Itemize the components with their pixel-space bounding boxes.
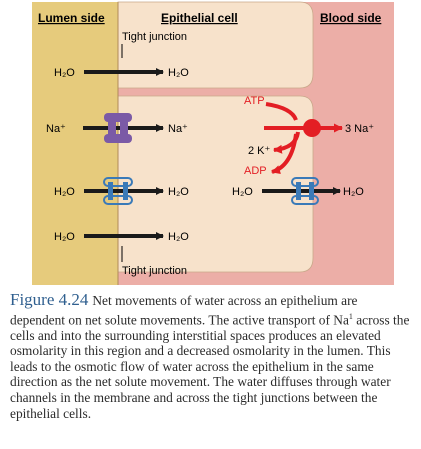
potassium-label: 2 K⁺: [248, 145, 271, 157]
tight-junction-label-top: Tight junction: [122, 31, 187, 43]
sodium-channel-icon: [104, 113, 132, 143]
water-label-bottom-right: H₂O: [168, 231, 189, 243]
epithelium-diagram: Lumen side Epithelial cell Blood side Ti…: [32, 1, 394, 285]
water-channel-apical-icon: [103, 177, 133, 205]
water-label-top-right: H₂O: [168, 67, 189, 79]
atp-label: ATP: [244, 95, 265, 107]
tight-junction-label-bottom: Tight junction: [122, 265, 187, 277]
sodium-potassium-pump-icon: [303, 119, 321, 137]
epithelial-cell-label: Epithelial cell: [161, 11, 238, 25]
caption-superscript: 1: [348, 311, 353, 321]
water-label-mid-right-out: H₂O: [343, 186, 364, 198]
water-channel-basolateral-icon: [291, 177, 319, 205]
water-label-mid-center: H₂O: [168, 186, 189, 198]
sodium-out-label: 3 Na⁺: [345, 123, 374, 135]
water-label-mid-right-in: H₂O: [232, 186, 253, 198]
figure-number: Figure 4.24: [10, 290, 89, 309]
epithelial-cell-lower: [117, 95, 314, 273]
epithelial-cell-upper: [117, 1, 314, 89]
sodium-label-left: Na⁺: [46, 123, 66, 135]
lumen-region: [32, 2, 118, 285]
adp-arrow: [271, 133, 298, 175]
lumen-side-label: Lumen side: [38, 11, 105, 25]
water-label-bottom-left: H₂O: [54, 231, 75, 243]
atp-arrow: [265, 102, 298, 121]
adp-label: ADP: [244, 165, 267, 177]
blood-side-label: Blood side: [320, 11, 382, 25]
caption-text-part1: Net movements of water across an epithel…: [10, 293, 358, 328]
sodium-label-right: Na⁺: [168, 123, 188, 135]
caption-text-part2: across the cells and into the surroundin…: [10, 312, 410, 421]
water-label-mid-left: H₂O: [54, 186, 75, 198]
water-label-top-left: H₂O: [54, 67, 75, 79]
